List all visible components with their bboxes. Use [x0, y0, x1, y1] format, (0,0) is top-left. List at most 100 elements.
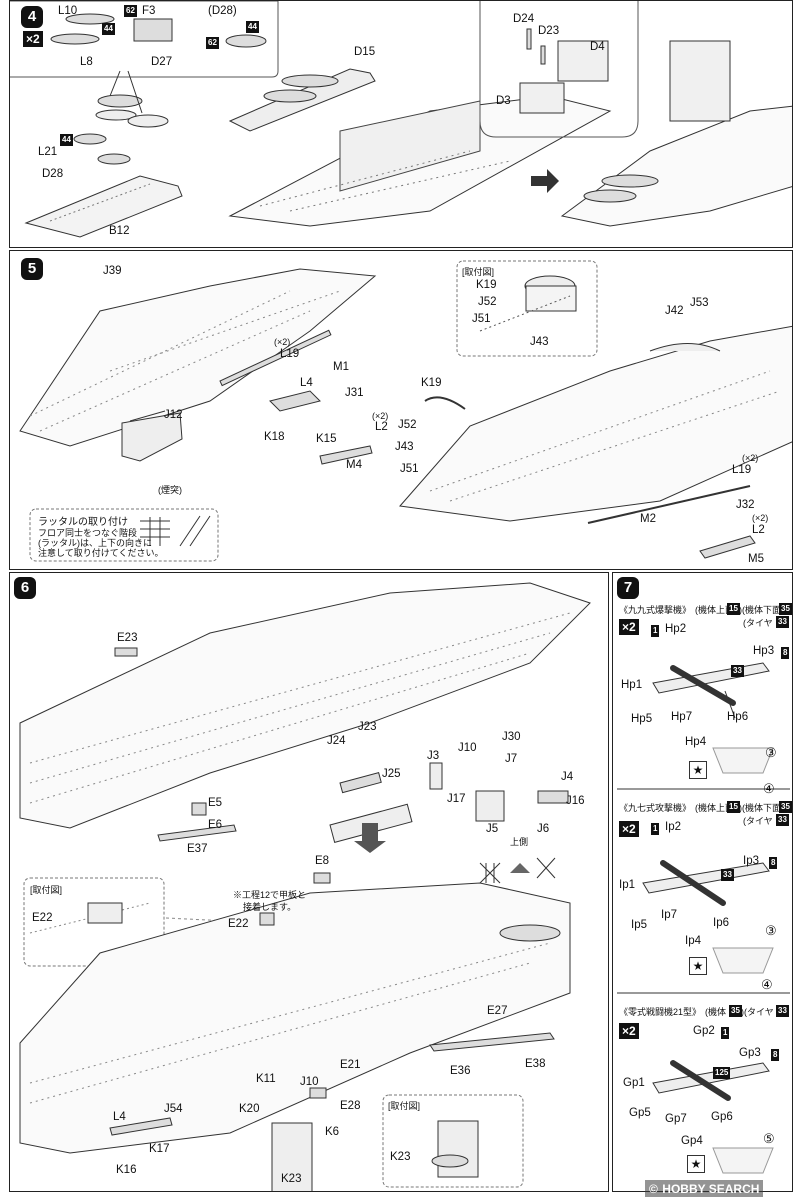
part-label: Hp7 [671, 711, 693, 723]
part-label: L21 [38, 146, 58, 158]
part-label: E5 [208, 797, 223, 809]
part-label: Ip3 [743, 855, 759, 867]
inset-title: [取付図] [462, 267, 495, 277]
step-7-drawing [617, 662, 790, 1174]
paint-badge: 1 [651, 625, 660, 637]
paint-badge: 35 [779, 801, 792, 813]
part-label: J3 [427, 750, 440, 762]
part-label: E28 [340, 1100, 361, 1112]
decal-marker: ④ [763, 781, 775, 796]
part-label: K6 [325, 1126, 340, 1138]
paint-badge: 1 [651, 823, 660, 835]
assembly-note: ※工程12で甲板と [233, 890, 307, 900]
plane-1-info: )(機体下面 [739, 605, 781, 615]
plane-1-tire: (タイヤ [743, 618, 773, 628]
decal-marker: ③ [765, 923, 777, 938]
part-label: J4 [561, 771, 574, 783]
part-label: E36 [450, 1065, 471, 1077]
paint-badge: 62 [206, 37, 219, 49]
part-label: J17 [447, 793, 466, 805]
paint-badge: 15 [727, 603, 740, 615]
part-label: M2 [640, 513, 656, 525]
step-5-number: 5 [21, 258, 43, 280]
quantity-note: (×2) [752, 513, 769, 523]
part-label: L4 [113, 1111, 126, 1123]
part-label: J10 [458, 742, 477, 754]
up-side-label: 上側 [510, 837, 529, 847]
multiplier-badge: ×2 [619, 1023, 639, 1039]
step-6-number: 6 [14, 577, 36, 599]
step-4-number: 4 [21, 6, 43, 28]
part-label: E6 [208, 819, 223, 831]
step-7-panel: 7 《九九式爆撃機》 (機体上面 15 )(機体下面 35 (タイヤ 33 ×2… [612, 572, 793, 1192]
copyright-symbol: © [649, 1182, 658, 1196]
part-label: Ip6 [713, 917, 729, 929]
part-label: K16 [116, 1164, 137, 1176]
part-label: D23 [538, 25, 560, 37]
decal-marker: ④ [761, 977, 773, 992]
part-label: Ip5 [631, 919, 647, 931]
quantity-note: (×2) [742, 453, 759, 463]
part-label: L2 [375, 421, 388, 433]
part-label: K18 [264, 431, 285, 443]
plane-3-info: (機体 [705, 1007, 726, 1017]
part-label: J25 [382, 768, 401, 780]
part-label: L8 [80, 56, 93, 68]
part-label: J5 [486, 823, 499, 835]
part-label: J32 [736, 499, 755, 511]
inset-title: [取付図] [388, 1101, 421, 1111]
part-label: J30 [502, 731, 521, 743]
paint-badge: 62 [124, 5, 137, 17]
part-label: E22 [228, 918, 249, 930]
part-label: K20 [239, 1103, 260, 1115]
part-label: Hp4 [685, 736, 707, 748]
part-label: J52 [398, 419, 417, 431]
part-label: K23 [281, 1173, 302, 1185]
step-4-panel: 4 ×2 [9, 0, 793, 248]
part-label: E37 [187, 843, 208, 855]
paint-badge: 33 [731, 665, 744, 677]
plane-2-info: (機体上面 [695, 803, 734, 813]
paint-badge: 33 [776, 616, 789, 628]
paint-badge: 125 [713, 1067, 731, 1079]
part-label: F3 [142, 5, 156, 17]
part-label: Gp3 [739, 1047, 761, 1059]
part-label: K17 [149, 1143, 170, 1155]
decal-marker: ⑤ [763, 1131, 775, 1146]
step-5-panel: 5 J39 J12 (×2) L19 M1 L4 J31 (×2) L2 K1 [9, 250, 793, 570]
paint-badge: 8 [781, 647, 790, 659]
paint-badge: 8 [771, 1049, 780, 1061]
part-label: (D28) [208, 5, 237, 17]
plane-2-info: )(機体下面 [739, 803, 781, 813]
paint-badge: 44 [60, 134, 73, 146]
part-label: Gp4 [681, 1135, 703, 1147]
ladder-note-text: フロア同士をつなぐ階段 [38, 528, 138, 538]
part-label: D24 [513, 13, 535, 25]
decal-marker: ③ [765, 745, 777, 760]
ladder-note-text: 注意して取り付けてください。 [38, 548, 164, 558]
part-label: Gp2 [693, 1025, 715, 1037]
part-label: K11 [256, 1073, 276, 1085]
paint-badge: 33 [721, 869, 734, 881]
part-label: E23 [117, 632, 138, 644]
quantity-note: (×2) [372, 411, 389, 421]
part-label: E21 [340, 1059, 361, 1071]
part-label: D27 [151, 56, 173, 68]
paint-badge: 1 [721, 1027, 730, 1039]
watermark-text: HOBBY SEARCH [662, 1182, 760, 1196]
plane-1-info: (機体上面 [695, 605, 734, 615]
multiplier-badge: ×2 [23, 31, 43, 47]
plane-3-title: 《零式戦闘機21型》 [619, 1007, 702, 1017]
part-label: J23 [358, 721, 377, 733]
multiplier-badge: ×2 [619, 619, 639, 635]
part-label: L4 [300, 377, 313, 389]
funnel-label: (煙突) [158, 485, 182, 495]
quantity-note: (×2) [274, 337, 291, 347]
step-5-drawing [19, 260, 792, 562]
part-label: Gp7 [665, 1113, 687, 1125]
part-label: Gp1 [623, 1077, 645, 1089]
multiplier-badge: ×2 [619, 821, 639, 837]
part-label: J54 [164, 1103, 183, 1115]
part-label: E38 [525, 1058, 546, 1070]
inset-label: J51 [472, 313, 491, 325]
